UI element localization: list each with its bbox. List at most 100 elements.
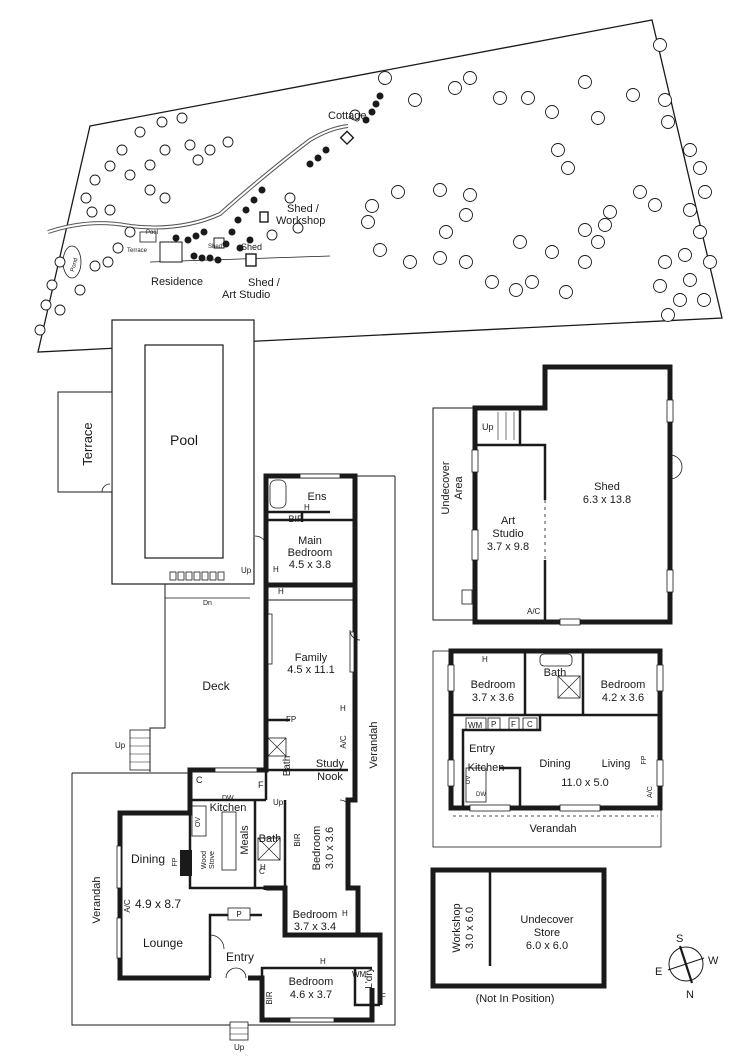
residence-plan: Pool Terrace Deck Verandah Verandah Ens …: [57, 319, 396, 1052]
tree-icon: [485, 275, 499, 289]
tree-icon: [661, 308, 675, 322]
label-c-b: C: [259, 867, 265, 876]
label-entry: Entry: [226, 950, 254, 964]
label-pool: Pool: [146, 230, 158, 236]
label-bedroom-c: Bedroom: [293, 909, 338, 921]
tree-icon: [463, 71, 477, 85]
tree-icon: [661, 115, 675, 129]
tree-icon: [697, 293, 711, 307]
tree-icon: [284, 192, 296, 204]
label-terrace-big: Terrace: [80, 422, 95, 465]
cottage-window-b: [656, 664, 664, 692]
tree-icon: [156, 116, 168, 128]
label-f-a: F: [258, 780, 264, 790]
tree-icon: [391, 185, 405, 199]
label-bir-b: BIR: [293, 833, 302, 847]
label-c-f: F: [511, 720, 516, 729]
tree-icon: [698, 185, 712, 199]
shrub-icon: [228, 228, 236, 236]
site-residence: [159, 241, 183, 263]
label-c-entry: Entry: [469, 743, 495, 755]
tree-icon: [365, 199, 379, 213]
tree-icon: [222, 136, 234, 148]
tree-icon: [144, 184, 156, 196]
tree-icon: [693, 161, 707, 175]
label-h-6: H: [342, 909, 348, 918]
tree-icon: [54, 256, 66, 268]
tree-icon: [591, 111, 605, 125]
label-art-1: Art: [501, 515, 515, 527]
label-shed: Shed: [241, 242, 262, 252]
tree-icon: [34, 324, 46, 336]
tree-icon: [433, 183, 447, 197]
label-c-bedroom-1-size: 3.7 x 3.6: [472, 692, 514, 704]
tree-icon: [561, 161, 575, 175]
label-stove: Stove: [209, 851, 216, 869]
shrub-icon: [306, 160, 314, 168]
tree-icon: [591, 235, 605, 249]
shrub-icon: [322, 146, 330, 154]
tree-icon: [459, 208, 473, 222]
shrub-icon: [192, 232, 200, 240]
verandah-left-outline: [71, 476, 396, 1026]
label-workshop-2: 3.0 x 6.0: [464, 907, 476, 949]
shrub-icon: [372, 100, 380, 108]
label-dn: Dn: [203, 600, 212, 607]
label-undercover-1: Undecover: [440, 461, 452, 515]
label-art-size: 3.7 x 9.8: [487, 541, 529, 553]
shrub-icon: [172, 234, 180, 242]
window-family-r: [349, 631, 355, 673]
site-cottage: [339, 130, 355, 146]
label-bedroom-d: Bedroom: [289, 976, 334, 988]
studio-window-b: [471, 529, 479, 561]
label-ens: Ens: [308, 491, 327, 503]
cottage-window-c: [447, 759, 455, 787]
tree-icon: [448, 81, 462, 95]
label-h-5: H: [260, 863, 266, 872]
label-h-7: H: [320, 957, 326, 966]
tree-icon: [598, 218, 612, 232]
shed-window-c: [559, 618, 581, 626]
tree-icon: [159, 144, 171, 156]
tree-icon: [403, 255, 417, 269]
tree-icon: [463, 188, 477, 202]
label-c-bedroom-1: Bedroom: [471, 679, 516, 691]
label-h-4: H: [340, 704, 346, 713]
label-c-kitchen: Kitchen: [468, 762, 505, 774]
window-lounge: [116, 917, 122, 959]
tree-icon: [693, 225, 707, 239]
shrub-icon: [250, 196, 258, 204]
label-up-4: Up: [234, 1043, 245, 1052]
shrub-icon: [236, 244, 244, 252]
window-dining: [116, 845, 122, 889]
label-p-a: P: [236, 910, 241, 919]
label-undercover-2: Area: [453, 476, 465, 500]
tree-icon: [683, 203, 697, 217]
tree-icon: [509, 283, 523, 297]
label-main-size: 4.5 x 3.8: [289, 559, 331, 571]
cottage-window-a: [447, 664, 455, 692]
tree-icon: [89, 260, 101, 272]
tree-icon: [134, 126, 146, 138]
shrub-icon: [376, 92, 384, 100]
site-trees: [34, 38, 717, 336]
tree-icon: [658, 255, 672, 269]
tree-icon: [703, 255, 717, 269]
label-bedroom-b: Bedroom: [311, 826, 323, 871]
tree-icon: [513, 235, 527, 249]
label-c-wm: WM: [468, 721, 483, 730]
site-plan: Cottage Shed / Workshop Shed Terrace Poo…: [34, 19, 723, 353]
label-studio-ac: A/C: [527, 607, 541, 616]
tree-icon: [678, 248, 692, 262]
tree-icon: [54, 304, 66, 316]
label-main-2: Bedroom: [288, 547, 333, 559]
tree-icon: [378, 71, 392, 85]
shrub-icon: [246, 236, 254, 244]
deck-steps: [129, 729, 151, 771]
label-h-2: H: [273, 565, 279, 574]
label-h-3: H: [278, 587, 284, 596]
label-c-bedroom-2: Bedroom: [601, 679, 646, 691]
shrub-icon: [214, 256, 222, 264]
label-deck: Deck: [202, 679, 230, 693]
tree-icon: [102, 256, 114, 268]
